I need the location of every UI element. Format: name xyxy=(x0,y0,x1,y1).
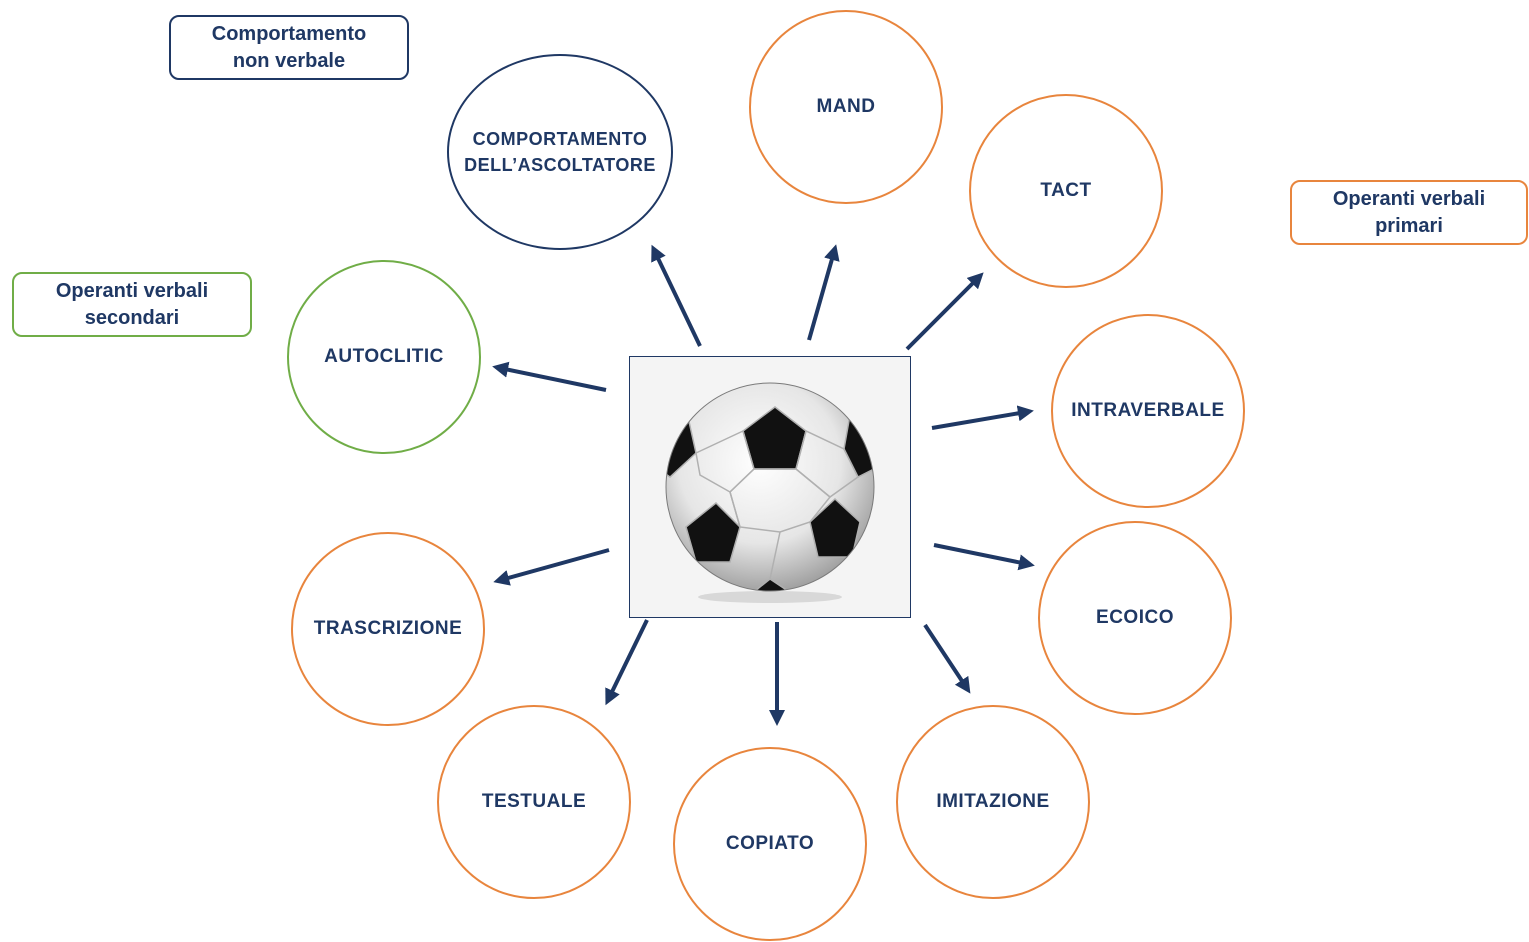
arrow-to-mand xyxy=(807,244,840,341)
node-echoic-label: ECOICO xyxy=(1096,607,1174,629)
legend-non-verbal: Comportamento non verbale xyxy=(169,15,409,80)
node-transcription-label: TRASCRIZIONE xyxy=(313,618,463,640)
node-autoclitic: AUTOCLITIC xyxy=(287,260,481,454)
legend-secondary-label: Operanti verbali secondari xyxy=(55,279,209,329)
node-intraverbal: INTRAVERBALE xyxy=(1051,314,1245,508)
node-autoclitic-label: AUTOCLITIC xyxy=(324,346,444,368)
arrow-to-echoic xyxy=(933,543,1035,571)
node-imitation-label: IMITAZIONE xyxy=(936,791,1050,813)
arrow-to-tact xyxy=(905,272,984,351)
legend-primary-label: Operanti verbali primari xyxy=(1332,187,1486,237)
arrow-to-autoclitic xyxy=(492,361,607,392)
arrow-to-intraverbal xyxy=(931,405,1034,430)
legend-secondary: Operanti verbali secondari xyxy=(12,272,252,337)
node-tact: TACT xyxy=(969,94,1163,288)
node-copied-label: COPIATO xyxy=(725,833,815,855)
legend-non-verbal-label: Comportamento non verbale xyxy=(211,22,367,72)
node-textual: TESTUALE xyxy=(437,705,631,899)
arrow-to-imitation xyxy=(923,623,971,694)
arrow-to-transcription xyxy=(493,548,610,586)
node-mand-label: MAND xyxy=(816,96,876,118)
legend-primary: Operanti verbali primari xyxy=(1290,180,1528,245)
node-intraverbal-label: INTRAVERBALE xyxy=(1071,400,1225,422)
node-mand: MAND xyxy=(749,10,943,204)
node-echoic: ECOICO xyxy=(1038,521,1232,715)
node-copied: COPIATO xyxy=(673,747,867,941)
node-textual-label: TESTUALE xyxy=(481,791,587,813)
node-listener-behavior: COMPORTAMENTO DELL’ASCOLTATORE xyxy=(447,54,673,250)
node-transcription: TRASCRIZIONE xyxy=(291,532,485,726)
node-listener-label: COMPORTAMENTO DELL’ASCOLTATORE xyxy=(464,128,656,175)
center-image-frame xyxy=(629,356,911,618)
soccer-ball-icon xyxy=(665,382,875,603)
arrow-to-listener xyxy=(651,244,702,347)
arrow-to-textual xyxy=(605,619,649,706)
node-tact-label: TACT xyxy=(1040,180,1092,202)
node-imitation: IMITAZIONE xyxy=(896,705,1090,899)
